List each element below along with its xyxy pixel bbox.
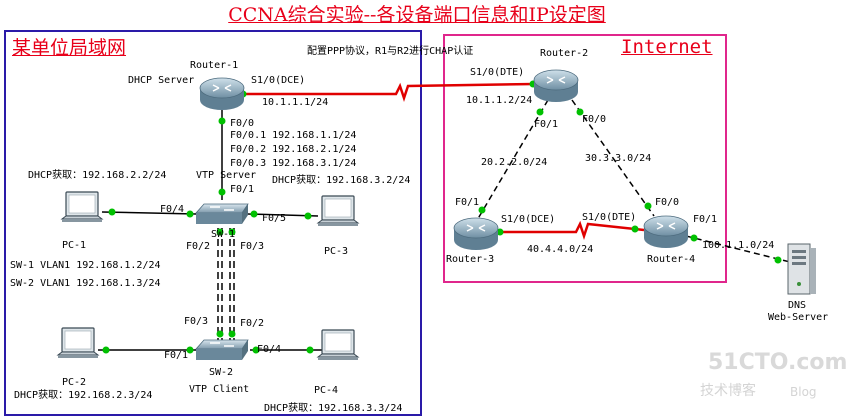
sw2-vlan-info: SW-2 VLAN1 192.168.1.3/24 bbox=[10, 278, 161, 289]
laptop-pc2-icon bbox=[56, 327, 100, 358]
net-r2r4-label: 30.3.3.0/24 bbox=[585, 153, 652, 164]
watermark-sub: 技术博客 bbox=[700, 383, 756, 399]
r2-f00-label: F0/0 bbox=[582, 114, 607, 125]
router-1-icon bbox=[199, 77, 245, 110]
r1-sub2-label: F0/0.2 192.168.2.1/24 bbox=[230, 144, 357, 155]
internet-zone-title: Internet bbox=[621, 36, 713, 58]
router2-name: Router-2 bbox=[540, 48, 589, 59]
r1-sub1-label: F0/0.1 192.168.1.1/24 bbox=[230, 130, 357, 141]
pc3-name: PC-3 bbox=[324, 246, 349, 257]
sw2-f04-label: F0/4 bbox=[257, 344, 282, 355]
sw1-f03-label: F0/3 bbox=[240, 241, 265, 252]
switch-sw1-icon bbox=[195, 203, 249, 224]
r4-s10-label: S1/0(DTE) bbox=[582, 212, 637, 223]
r1-f00-label: F0/0 bbox=[230, 118, 255, 129]
r4-f00-label: F0/0 bbox=[655, 197, 680, 208]
sw1-f01-label: F0/1 bbox=[230, 184, 255, 195]
port-dot bbox=[228, 228, 236, 236]
r1-sub3-label: F0/0.3 192.168.3.1/24 bbox=[230, 158, 357, 169]
r4-f01-label: F0/1 bbox=[693, 214, 718, 225]
port-dot bbox=[576, 108, 584, 116]
port-dot bbox=[536, 108, 544, 116]
port-dot bbox=[496, 228, 504, 236]
sw1-f05-label: F0/5 bbox=[262, 213, 287, 224]
sw2-role: VTP Client bbox=[189, 384, 250, 395]
watermark-brand: 51CTO.com bbox=[708, 350, 847, 375]
port-dot bbox=[186, 346, 194, 354]
router1-role: DHCP Server bbox=[128, 75, 195, 86]
port-dot bbox=[252, 346, 260, 354]
sw2-f01-label: F0/1 bbox=[164, 350, 189, 361]
router-3-icon bbox=[453, 217, 499, 250]
r2-f01-label: F0/1 bbox=[534, 119, 559, 130]
port-dot bbox=[644, 202, 652, 210]
port-dot bbox=[478, 206, 486, 214]
pc1-name: PC-1 bbox=[62, 240, 87, 251]
port-dot bbox=[216, 228, 224, 236]
net-r4srv-label: 100.1.1.0/24 bbox=[702, 240, 775, 251]
sw1-role: VTP Server bbox=[196, 170, 257, 181]
router4-name: Router-4 bbox=[647, 254, 696, 265]
port-dot bbox=[250, 210, 258, 218]
router-4-icon bbox=[643, 215, 689, 248]
net-r3r4-label: 40.4.4.0/24 bbox=[527, 244, 594, 255]
sw2-f02-label: F0/2 bbox=[240, 318, 265, 329]
diagram-title: CCNA综合实验--各设备端口信息和IP设定图 bbox=[228, 4, 606, 26]
internet-zone-box bbox=[443, 34, 727, 283]
link-r2-r3 bbox=[475, 99, 549, 223]
sw1-vlan-info: SW-1 VLAN1 192.168.1.2/24 bbox=[10, 260, 161, 271]
switch-sw2-icon bbox=[195, 339, 249, 360]
router-2-icon bbox=[533, 69, 579, 102]
pc3-dhcp: DHCP获取：192.168.3.2/24 bbox=[272, 175, 411, 186]
sw2-f03-label: F0/3 bbox=[184, 316, 209, 327]
sw1-f04-label: F0/4 bbox=[160, 204, 185, 215]
port-dot bbox=[228, 330, 236, 338]
chap-note: 配置PPP协议，R1与R2进行CHAP认证 bbox=[307, 46, 474, 57]
port-dot bbox=[690, 234, 698, 242]
router3-name: Router-3 bbox=[446, 254, 495, 265]
link-r3-r4-serial bbox=[500, 220, 645, 240]
port-dot bbox=[102, 346, 110, 354]
r2-s10-label: S1/0(DTE) bbox=[470, 67, 525, 78]
server-name-1: DNS bbox=[788, 300, 807, 311]
pc4-dhcp: DHCP获取：192.168.3.3/24 bbox=[264, 403, 403, 414]
sw1-f02-label: F0/2 bbox=[186, 241, 211, 252]
pc2-name: PC-2 bbox=[62, 377, 87, 388]
r1-s10-label: S1/0(DCE) bbox=[251, 75, 306, 86]
watermark-blog: Blog bbox=[790, 385, 817, 399]
link-r4-server bbox=[685, 235, 791, 263]
port-dot bbox=[186, 210, 194, 218]
link-pc1-sw1 bbox=[101, 211, 197, 215]
router1-name: Router-1 bbox=[190, 60, 239, 71]
link-r2-r4 bbox=[571, 99, 655, 217]
port-dot bbox=[218, 188, 226, 196]
sw2-name: SW-2 bbox=[209, 367, 234, 378]
r3-f01-label: F0/1 bbox=[455, 197, 480, 208]
pc2-dhcp: DHCP获取：192.168.2.3/24 bbox=[14, 390, 153, 401]
link-r1-r2-serial bbox=[243, 82, 535, 102]
pc4-name: PC-4 bbox=[314, 385, 339, 396]
r2-ip-label: 10.1.1.2/24 bbox=[466, 95, 533, 106]
r3-s10-label: S1/0(DCE) bbox=[501, 214, 556, 225]
port-dot bbox=[108, 208, 116, 216]
laptop-pc3-icon bbox=[316, 195, 360, 226]
port-dot bbox=[218, 117, 226, 125]
laptop-pc1-icon bbox=[60, 191, 104, 222]
net-r2r3-label: 20.2.2.0/24 bbox=[481, 157, 548, 168]
server-name-2: Web-Server bbox=[768, 312, 829, 323]
port-dot bbox=[216, 330, 224, 338]
port-dot bbox=[631, 225, 639, 233]
lan-zone-title: 某单位局域网 bbox=[12, 37, 127, 59]
port-dot bbox=[304, 212, 312, 220]
sw1-name: SW-1 bbox=[211, 229, 236, 240]
port-dot bbox=[306, 346, 314, 354]
lan-zone-box bbox=[4, 30, 422, 416]
pc1-dhcp: DHCP获取：192.168.2.2/24 bbox=[28, 170, 167, 181]
port-dot bbox=[774, 256, 782, 264]
server-tower-icon bbox=[787, 243, 816, 295]
r1-ip-label: 10.1.1.1/24 bbox=[262, 97, 329, 108]
laptop-pc4-icon bbox=[316, 329, 360, 360]
